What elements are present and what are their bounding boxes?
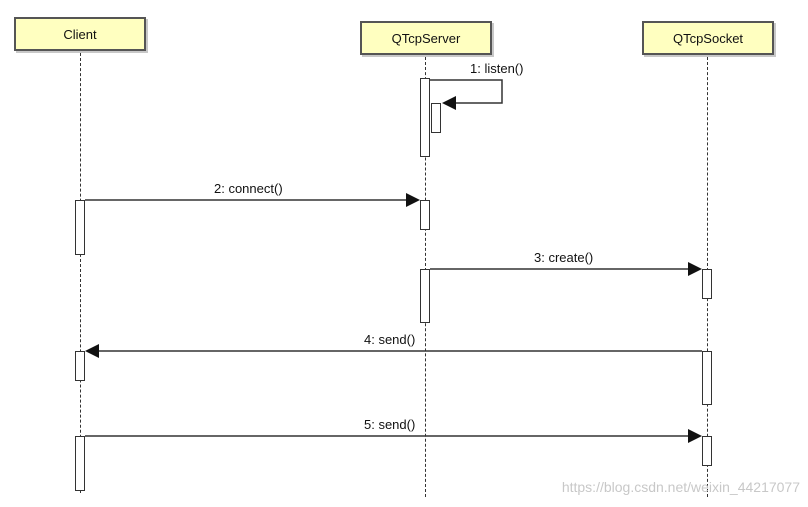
participant-client: Client — [14, 17, 146, 51]
message-create-arrowhead — [688, 262, 702, 276]
activation-socket-create — [702, 269, 712, 299]
watermark-text: https://blog.csdn.net/weixin_44217077 — [561, 479, 800, 495]
activation-server-listen-nested — [431, 103, 441, 133]
participant-label: Client — [63, 26, 97, 42]
participant-label: QTcpSocket — [672, 30, 744, 46]
activation-socket-receive — [702, 436, 712, 466]
message-send4-arrowhead — [85, 344, 99, 358]
message-send5-arrowhead — [688, 429, 702, 443]
lifeline-client — [80, 53, 81, 493]
message-send5-label: 5: send() — [364, 417, 416, 432]
activation-server-listen — [420, 78, 430, 157]
participant-qtcpserver: QTcpServer — [360, 21, 492, 55]
message-connect-label: 2: connect() — [214, 181, 283, 196]
participant-label: QTcpServer — [391, 30, 461, 46]
activation-client-send — [75, 436, 85, 491]
activation-server-connect — [420, 200, 430, 230]
message-send4-label: 4: send() — [364, 332, 416, 347]
message-listen-arrowhead — [442, 96, 456, 110]
activation-client-connect — [75, 200, 85, 255]
message-listen-arrow — [430, 79, 503, 104]
activation-socket-send — [702, 351, 712, 405]
activation-client-receive — [75, 351, 85, 381]
message-create-label: 3: create() — [534, 250, 594, 265]
message-listen-label: 1: listen() — [470, 61, 524, 76]
participant-qtcpsocket: QTcpSocket — [642, 21, 774, 55]
message-connect-arrowhead — [406, 193, 420, 207]
activation-server-create — [420, 269, 430, 323]
